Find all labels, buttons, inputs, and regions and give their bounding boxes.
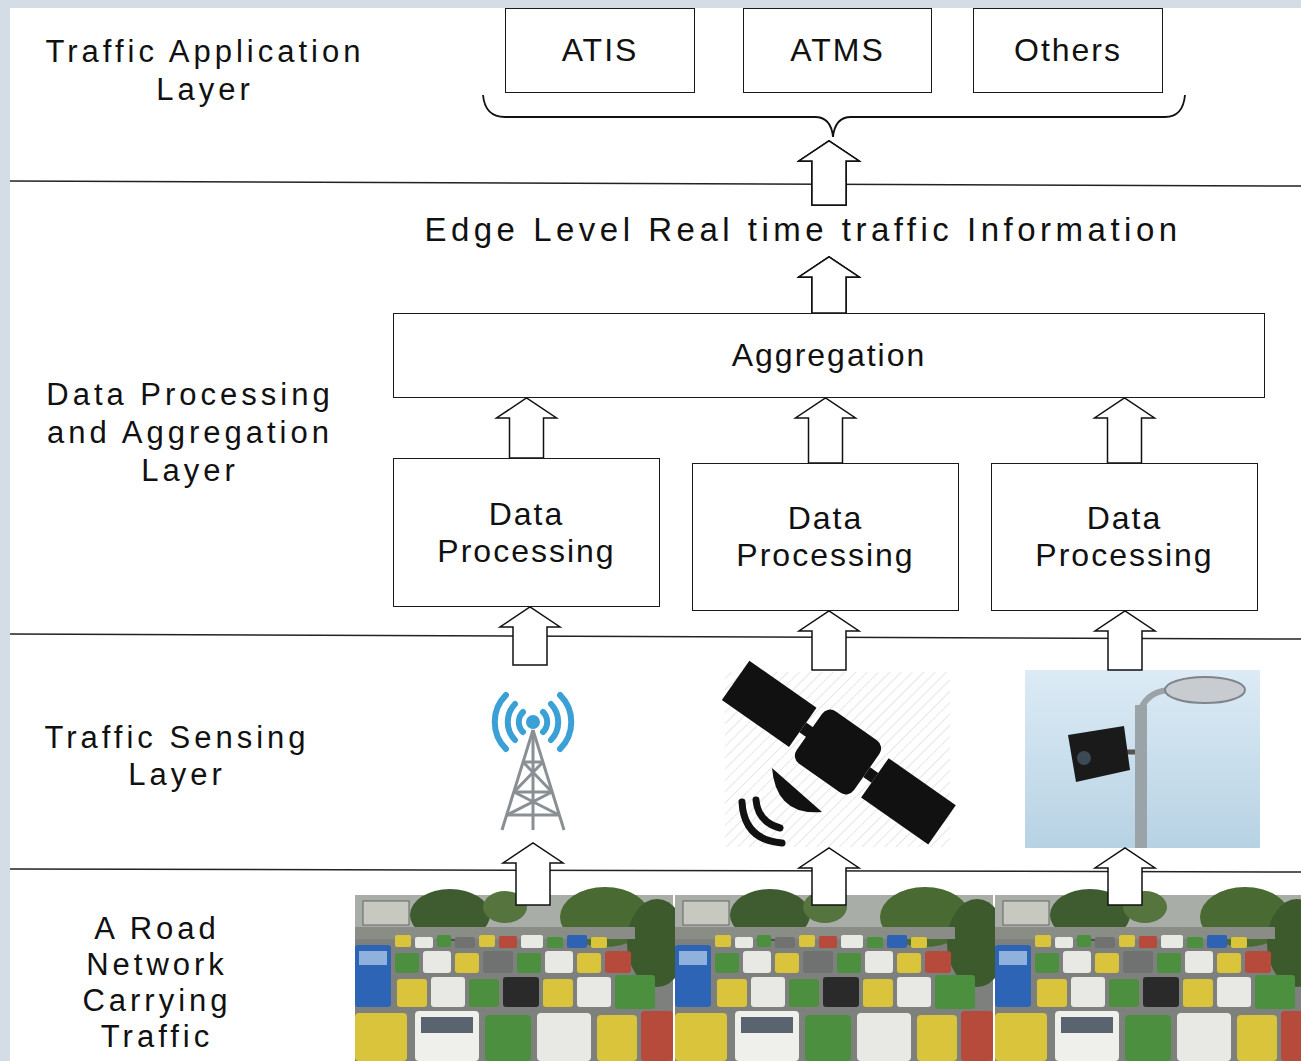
flow-arrow <box>799 93 1068 313</box>
box-text: ATIS <box>562 32 639 69</box>
satellite-icon <box>717 654 960 851</box>
curly-brace <box>483 95 1185 137</box>
layer-label: Data Processing and Aggregation Layer <box>33 376 348 490</box>
box-text: Aggregation <box>732 337 927 374</box>
process-box: Data Processing <box>991 463 1258 611</box>
layer-divider <box>10 181 1301 872</box>
flow-label: Edge Level Real time traffic Information <box>418 211 1187 249</box>
layer-label: A Road Network Carrying Traffic <box>67 911 247 1055</box>
box-text: ATMS <box>790 32 885 69</box>
process-box: Data Processing <box>692 463 959 611</box>
box-text: Others <box>1014 32 1122 69</box>
aggregation-box: Aggregation <box>393 313 1265 398</box>
layer-label: Traffic Sensing Layer <box>17 719 337 793</box>
box-text: Data Processing <box>1025 500 1225 574</box>
page-ground <box>10 8 1301 1061</box>
sensor-arrow <box>500 607 1155 905</box>
flow-arrow <box>796 398 856 463</box>
layer-label: Traffic Application Layer <box>25 33 385 109</box>
traffic-camera-photo <box>1025 670 1260 848</box>
application-box: ATMS <box>743 8 932 93</box>
flow-arrow <box>497 398 557 458</box>
application-box: ATIS <box>505 8 695 93</box>
box-text: Data Processing <box>726 500 926 574</box>
cell-tower-icon <box>495 695 572 830</box>
box-text: Data Processing <box>427 496 627 570</box>
process-box: Data Processing <box>393 458 660 607</box>
road-photo <box>355 887 1301 1061</box>
application-box: Others <box>973 8 1163 93</box>
flow-arrow <box>1095 398 1155 463</box>
